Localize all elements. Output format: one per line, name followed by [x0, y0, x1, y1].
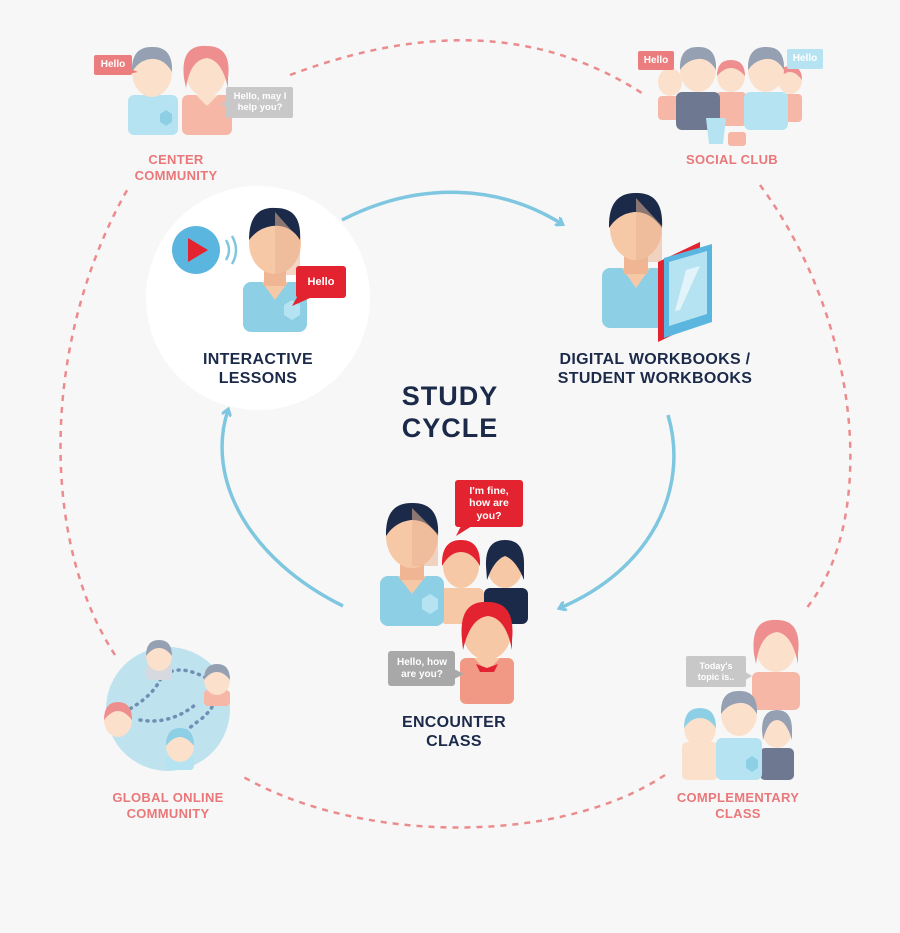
label-center-community: CENTER COMMUNITY: [134, 152, 218, 183]
bubble-encounter-fine: I'm fine, how are you?: [469, 485, 509, 522]
social-club-figure: [658, 46, 802, 146]
tablet-icon: [658, 242, 712, 342]
diagram-title: STUDY CYCLE: [401, 381, 499, 444]
arrow-lessons-to-workbooks: [341, 190, 562, 224]
label-encounter-class: ENCOUNTER CLASS: [401, 714, 507, 751]
label-complementary-class: COMPLEMENTARY CLASS: [676, 790, 800, 821]
arrow-encounter-to-lessons: [220, 410, 344, 608]
digital-workbooks-figure: [602, 192, 712, 342]
global-online-community-figure: [104, 640, 230, 771]
interactive-lessons-figure: [172, 207, 346, 332]
center-community-figure: [128, 45, 232, 135]
label-interactive-lessons: INTERACTIVE LESSONS: [203, 351, 313, 388]
cycle-arrows: [220, 190, 676, 608]
bubble-encounter-hello: Hello, how are you?: [397, 657, 447, 680]
speech-bubble-shapes: [94, 49, 823, 687]
bubble-social-hello-right: Hello: [792, 53, 818, 65]
bubble-social-hello-left: Hello: [643, 54, 669, 66]
arrow-workbooks-to-encounter: [560, 414, 676, 608]
bubble-center-help: Hello, may I help you?: [233, 90, 287, 113]
label-global-online-community: GLOBAL ONLINE COMMUNITY: [112, 790, 224, 821]
complementary-class-figure: [682, 619, 800, 780]
label-digital-workbooks: DIGITAL WORKBOOKS / STUDENT WORKBOOKS: [557, 351, 753, 388]
bubble-complementary-today: Today's topic is..: [697, 661, 735, 682]
label-social-club: SOCIAL CLUB: [686, 152, 778, 167]
bubble-lessons-hello: Hello: [307, 275, 335, 288]
bubble-center-hello: Hello: [100, 59, 126, 71]
encounter-class-figure: [380, 502, 528, 704]
outer-dashed-ring: [59, 39, 852, 829]
